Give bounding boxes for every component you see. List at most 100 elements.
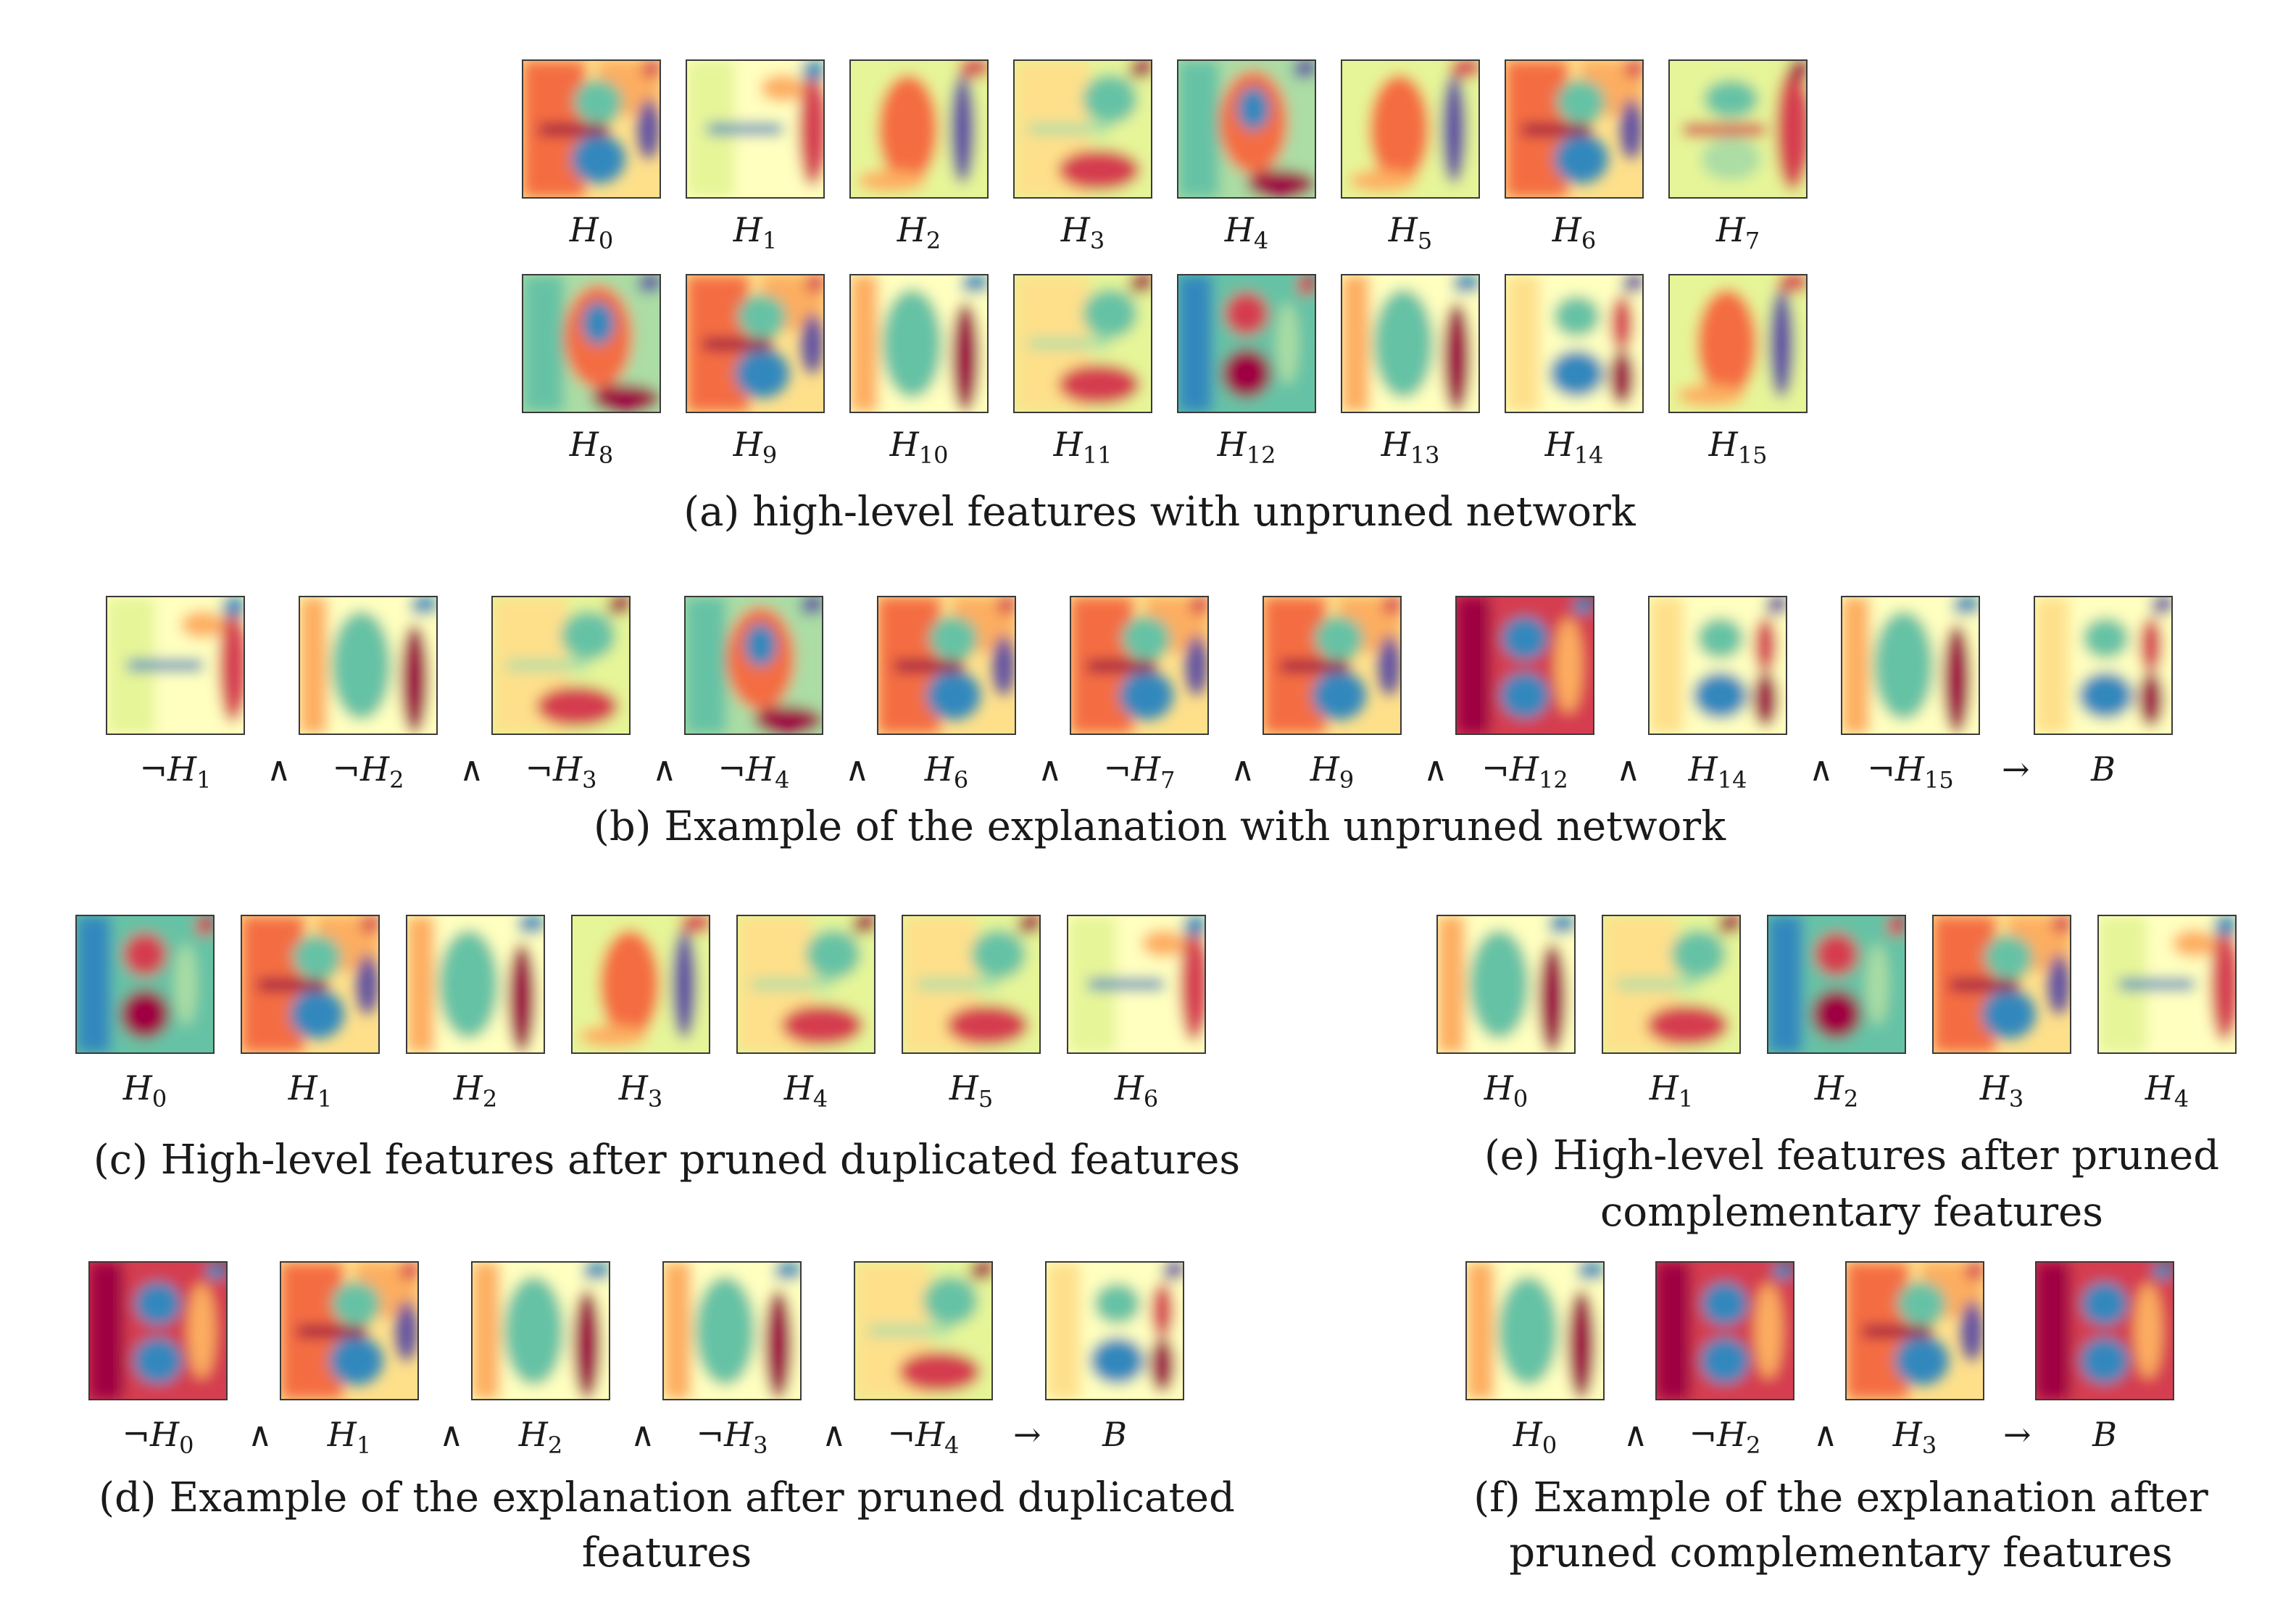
panel-d-implies-symbol: → [1013, 1415, 1041, 1454]
panel-e-caption-1: (e) High-level features after pruned [1484, 1132, 2220, 1179]
panel-e-label-0: H0 [1484, 1068, 1528, 1113]
panel-b-and-symbol: ∧ [459, 749, 484, 789]
panel-c-label-5: H5 [949, 1068, 994, 1113]
panel-a-label-13: H13 [1381, 425, 1440, 470]
panel-b-heatmap-4 [877, 596, 1016, 735]
panel-a-label-4: H4 [1224, 210, 1269, 255]
panel-b-label-10: B [2091, 749, 2116, 789]
panel-a-heatmap-14 [1505, 274, 1644, 413]
panel-b-heatmap-9 [1841, 596, 1980, 735]
panel-f-heatmap-3 [2035, 1261, 2174, 1400]
panel-a-heatmap-12 [1177, 274, 1316, 413]
panel-e-heatmap-4 [2097, 915, 2237, 1054]
panel-f-label-3: B [2092, 1415, 2117, 1454]
panel-b-label-7: ¬H12 [1481, 749, 1568, 794]
panel-d: ¬H0∧ H1∧ H2∧ ¬H3∧ [88, 1261, 1248, 1479]
panel-a-heatmap-15 [1668, 274, 1808, 413]
panel-c-label-4: H4 [783, 1068, 828, 1113]
panel-b: ¬H1∧ ¬H2∧ ¬H3∧ ¬H4∧ [106, 596, 2193, 813]
panel-e-caption-2: complementary features [1600, 1189, 2103, 1236]
panel-d-caption-1: (d) Example of the explanation after pru… [99, 1474, 1235, 1521]
panel-d-heatmap-3 [662, 1261, 802, 1400]
panel-f: H0∧ ¬H2∧ H3→ B [1465, 1261, 2263, 1479]
panel-b-implies-symbol: → [2002, 749, 2030, 789]
panel-d-label-1: H1 [327, 1415, 372, 1460]
panel-b-heatmap-3 [684, 596, 823, 735]
panel-e-label-1: H1 [1649, 1068, 1694, 1113]
panel-a-label-0: H0 [569, 210, 614, 255]
panel-e-label-3: H3 [1979, 1068, 2024, 1113]
panel-a-label-8: H8 [569, 425, 614, 470]
panel-f-caption-2: pruned complementary features [1509, 1529, 2173, 1576]
panel-f-label-0: H0 [1513, 1415, 1557, 1460]
panel-b-heatmap-0 [106, 596, 245, 735]
panel-b-heatmap-7 [1455, 596, 1594, 735]
panel-a-heatmap-7 [1668, 59, 1808, 199]
panel-a-heatmap-4 [1177, 59, 1316, 199]
panel-c-label-6: H6 [1114, 1068, 1159, 1113]
panel-a-heatmap-5 [1341, 59, 1480, 199]
panel-d-and-symbol: ∧ [822, 1415, 847, 1454]
panel-a-label-6: H6 [1552, 210, 1597, 255]
panel-d-and-symbol: ∧ [248, 1415, 273, 1454]
panel-d-label-3: ¬H3 [696, 1415, 768, 1460]
panel-a-label-11: H11 [1053, 425, 1112, 470]
panel-b-and-symbol: ∧ [1809, 749, 1834, 789]
panel-b-label-1: ¬H2 [332, 749, 404, 794]
panel-a-heatmap-11 [1013, 274, 1152, 413]
panel-e: H0 H1 H2 H3 [1436, 915, 2270, 1132]
panel-d-and-symbol: ∧ [439, 1415, 464, 1454]
panel-d-label-0: ¬H0 [122, 1415, 194, 1460]
panel-a-heatmap-13 [1341, 274, 1480, 413]
panel-a-heatmap-8 [522, 274, 661, 413]
panel-c: H0 H1 H2 H3 [75, 915, 1235, 1132]
panel-a-label-9: H9 [733, 425, 778, 470]
panel-b-label-2: ¬H3 [525, 749, 597, 794]
panel-a-label-12: H12 [1217, 425, 1276, 470]
panel-c-heatmap-2 [406, 915, 545, 1054]
panel-f-label-2: H3 [1892, 1415, 1937, 1460]
panel-d-and-symbol: ∧ [631, 1415, 655, 1454]
panel-e-heatmap-3 [1932, 915, 2071, 1054]
panel-c-heatmap-0 [75, 915, 215, 1054]
panel-b-and-symbol: ∧ [1231, 749, 1255, 789]
panel-b-and-symbol: ∧ [845, 749, 870, 789]
panel-b-label-4: H6 [924, 749, 969, 794]
panel-d-heatmap-0 [88, 1261, 228, 1400]
panel-b-label-5: ¬H7 [1103, 749, 1176, 794]
panel-b-heatmap-10 [2034, 596, 2173, 735]
panel-b-and-symbol: ∧ [1616, 749, 1641, 789]
panel-b-label-6: H9 [1310, 749, 1355, 794]
panel-e-heatmap-1 [1602, 915, 1741, 1054]
panel-d-heatmap-2 [471, 1261, 610, 1400]
panel-e-label-4: H4 [2145, 1068, 2189, 1113]
panel-a-label-5: H5 [1388, 210, 1433, 255]
panel-c-label-0: H0 [122, 1068, 167, 1113]
panel-a-heatmap-10 [849, 274, 989, 413]
panel-f-caption-1: (f) Example of the explanation after [1473, 1474, 2208, 1521]
panel-b-caption: (b) Example of the explanation with unpr… [593, 803, 1726, 850]
panel-a-label-7: H7 [1715, 210, 1760, 255]
panel-c-heatmap-4 [736, 915, 875, 1054]
panel-f-and-symbol: ∧ [1813, 1415, 1838, 1454]
panel-a-heatmap-2 [849, 59, 989, 199]
panel-b-heatmap-5 [1070, 596, 1209, 735]
panel-a-heatmap-6 [1505, 59, 1644, 199]
panel-a-label-14: H14 [1544, 425, 1604, 470]
panel-d-label-5: B [1102, 1415, 1127, 1454]
panel-b-and-symbol: ∧ [1423, 749, 1448, 789]
panel-b-heatmap-2 [491, 596, 631, 735]
panel-d-heatmap-5 [1045, 1261, 1184, 1400]
panel-a-label-10: H10 [889, 425, 949, 470]
panel-b-label-0: ¬H1 [139, 749, 212, 794]
panel-a-label-1: H1 [733, 210, 778, 255]
panel-a-heatmap-3 [1013, 59, 1152, 199]
panel-a-label-15: H15 [1708, 425, 1768, 470]
panel-a-heatmap-0 [522, 59, 661, 199]
panel-f-and-symbol: ∧ [1623, 1415, 1648, 1454]
panel-a-label-3: H3 [1060, 210, 1105, 255]
panel-b-heatmap-6 [1263, 596, 1402, 735]
panel-c-heatmap-6 [1067, 915, 1206, 1054]
panel-d-label-4: ¬H4 [887, 1415, 960, 1460]
panel-b-and-symbol: ∧ [652, 749, 677, 789]
